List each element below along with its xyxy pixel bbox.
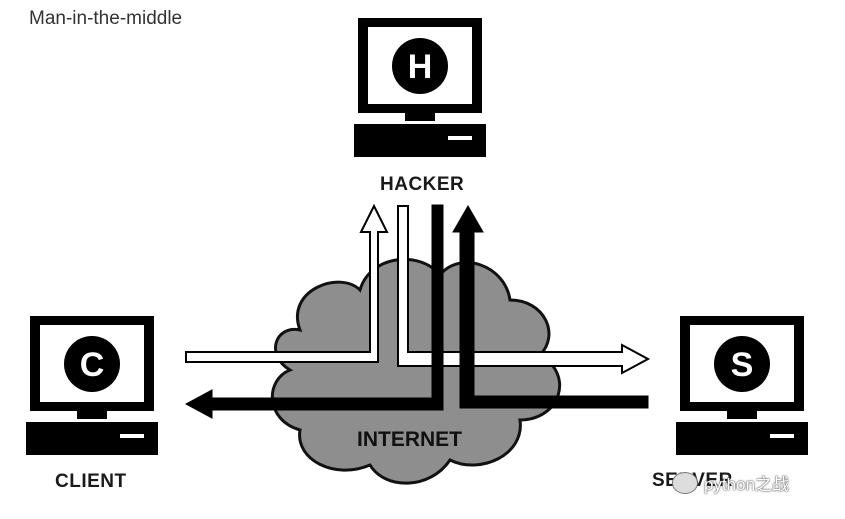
server-base	[676, 422, 808, 455]
hacker-label: HACKER	[380, 174, 465, 195]
internet-label: INTERNET	[357, 428, 462, 451]
server-badge	[714, 336, 770, 392]
client-base	[26, 422, 158, 455]
client-badge	[64, 336, 120, 392]
client-drive	[120, 434, 144, 438]
arrow-hacker-to-server	[397, 205, 651, 375]
arrow-client-to-hacker	[185, 203, 389, 363]
hacker-drive	[448, 136, 472, 140]
hacker-neck	[405, 113, 435, 121]
watermark: python之战	[672, 470, 789, 495]
diagram-title: Man-in-the-middle	[29, 8, 183, 29]
arrow-server-to-hacker	[452, 204, 649, 409]
server-letter: S	[731, 346, 754, 384]
hacker-base	[354, 124, 486, 157]
client-neck	[77, 411, 107, 419]
wechat-icon	[672, 471, 698, 494]
client-computer: C	[26, 316, 158, 455]
server-drive	[770, 434, 794, 438]
client-letter: C	[80, 346, 105, 384]
hacker-letter: H	[408, 48, 433, 86]
client-label: CLIENT	[55, 471, 127, 492]
server-neck	[727, 411, 757, 419]
hacker-badge	[392, 38, 448, 94]
hacker-computer: H	[354, 18, 486, 157]
watermark-text: python之战	[704, 475, 790, 494]
arrow-hacker-to-client	[184, 204, 444, 419]
server-computer: S	[676, 316, 808, 455]
